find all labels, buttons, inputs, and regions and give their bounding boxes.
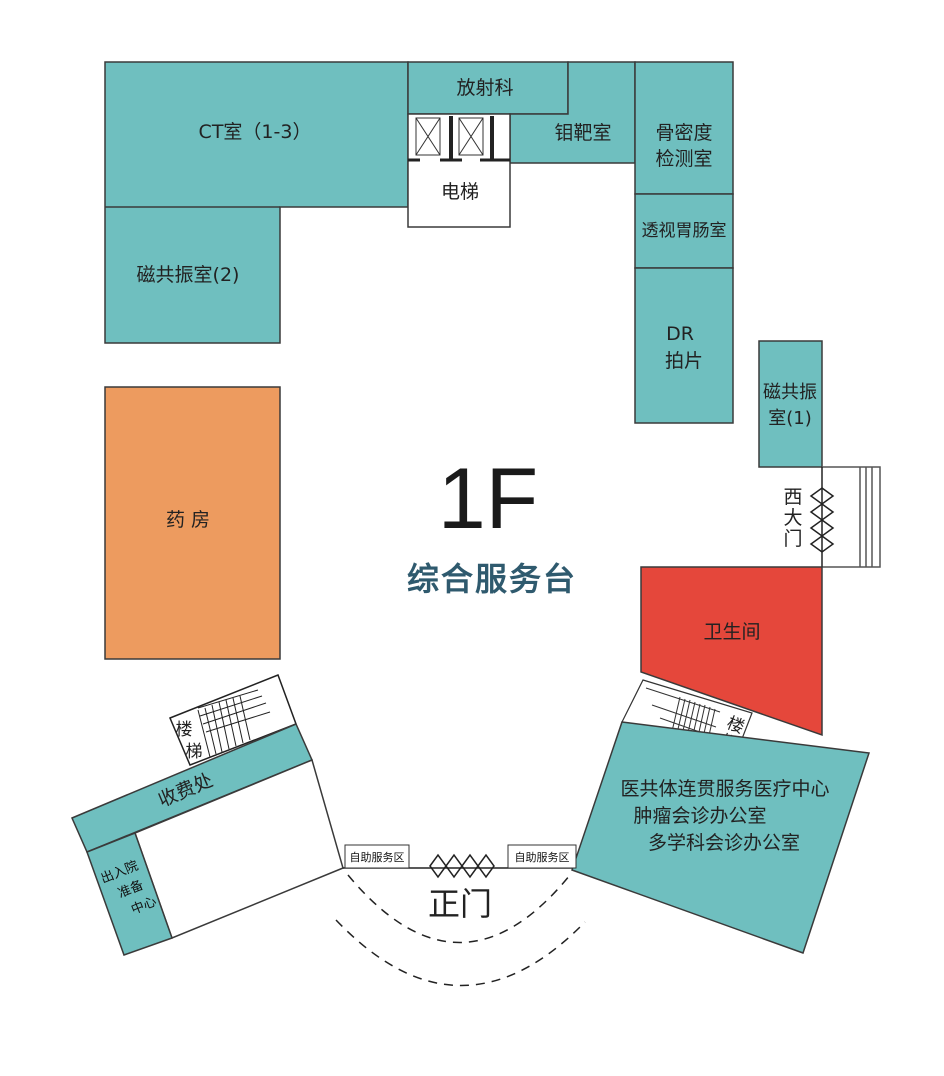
- room-mri-2[interactable]: 磁共振室(2): [137, 264, 240, 286]
- elevator[interactable]: 电梯: [407, 113, 511, 228]
- door-icon: [429, 853, 495, 879]
- room-radiology-label: 放射科: [456, 77, 513, 99]
- floor-label: 1F: [438, 451, 538, 547]
- room-bone-density-label-1: 骨密度: [655, 122, 712, 144]
- service-desk-label[interactable]: 综合服务台: [407, 560, 577, 598]
- room-ct[interactable]: CT室（1-3）: [104, 61, 409, 344]
- elevator-label: 电梯: [441, 181, 479, 203]
- elevator-car-icon: [408, 116, 510, 162]
- room-bone-density-label-2: 检测室: [655, 148, 712, 170]
- west-gate[interactable]: 西 大 门: [783, 466, 881, 568]
- stairs-left[interactable]: 楼 梯: [169, 674, 297, 766]
- room-fluoroscopy-label: 透视胃肠室: [642, 221, 727, 241]
- stairs-icon: [197, 689, 271, 758]
- main-gate-label: 正门: [428, 885, 492, 923]
- room-bone-density[interactable]: 骨密度 检测室: [634, 61, 734, 195]
- center-label-2: 肿瘤会诊办公室: [633, 805, 766, 827]
- room-mammography[interactable]: 钼靶室: [509, 61, 636, 164]
- room-fluoroscopy[interactable]: 透视胃肠室: [634, 193, 734, 269]
- room-medical-center[interactable]: 医共体连贯服务医疗中心 肿瘤会诊办公室 多学科会诊办公室: [571, 721, 870, 954]
- room-ct-label: CT室（1-3）: [199, 121, 312, 143]
- room-mri-1-label-2: 室(1): [768, 408, 812, 429]
- room-dr-label-1: DR: [666, 323, 694, 345]
- door-icon: [809, 487, 835, 553]
- room-dr[interactable]: DR 拍片: [634, 267, 734, 424]
- room-pharmacy-label: 药 房: [166, 509, 210, 531]
- room-radiology[interactable]: 放射科: [407, 61, 569, 115]
- self-service-right-label: 自助服务区: [515, 850, 570, 864]
- room-mri-2-label: 磁共振室(2): [137, 264, 240, 286]
- center-label-1: 医共体连贯服务医疗中心: [620, 778, 829, 800]
- room-restroom-label: 卫生间: [703, 621, 760, 643]
- west-gate-label-1: 西: [783, 486, 802, 508]
- self-service-left[interactable]: 自助服务区: [344, 844, 410, 869]
- self-service-left-label: 自助服务区: [350, 850, 405, 864]
- stairs-right-label-1: 楼: [724, 713, 747, 738]
- center-label-3: 多学科会诊办公室: [648, 832, 800, 854]
- room-admission[interactable]: 出入院 准备 中心: [86, 832, 173, 956]
- stairs-left-label-1: 楼: [176, 720, 193, 740]
- room-pharmacy[interactable]: 药 房: [104, 386, 281, 660]
- self-service-right[interactable]: 自助服务区: [507, 844, 577, 869]
- room-restroom[interactable]: 卫生间: [640, 566, 823, 737]
- room-dr-label-2: 拍片: [665, 350, 703, 372]
- main-gate[interactable]: 自助服务区 自助服务区 正门: [335, 844, 586, 987]
- room-mammography-label: 钼靶室: [554, 122, 611, 144]
- west-gate-label-2: 大: [783, 507, 802, 529]
- west-gate-label-3: 门: [783, 528, 802, 550]
- room-mri-1-label-1: 磁共振: [763, 382, 817, 403]
- stairs-left-label-2: 梯: [186, 742, 203, 762]
- room-mri-1[interactable]: 磁共振 室(1): [758, 340, 823, 468]
